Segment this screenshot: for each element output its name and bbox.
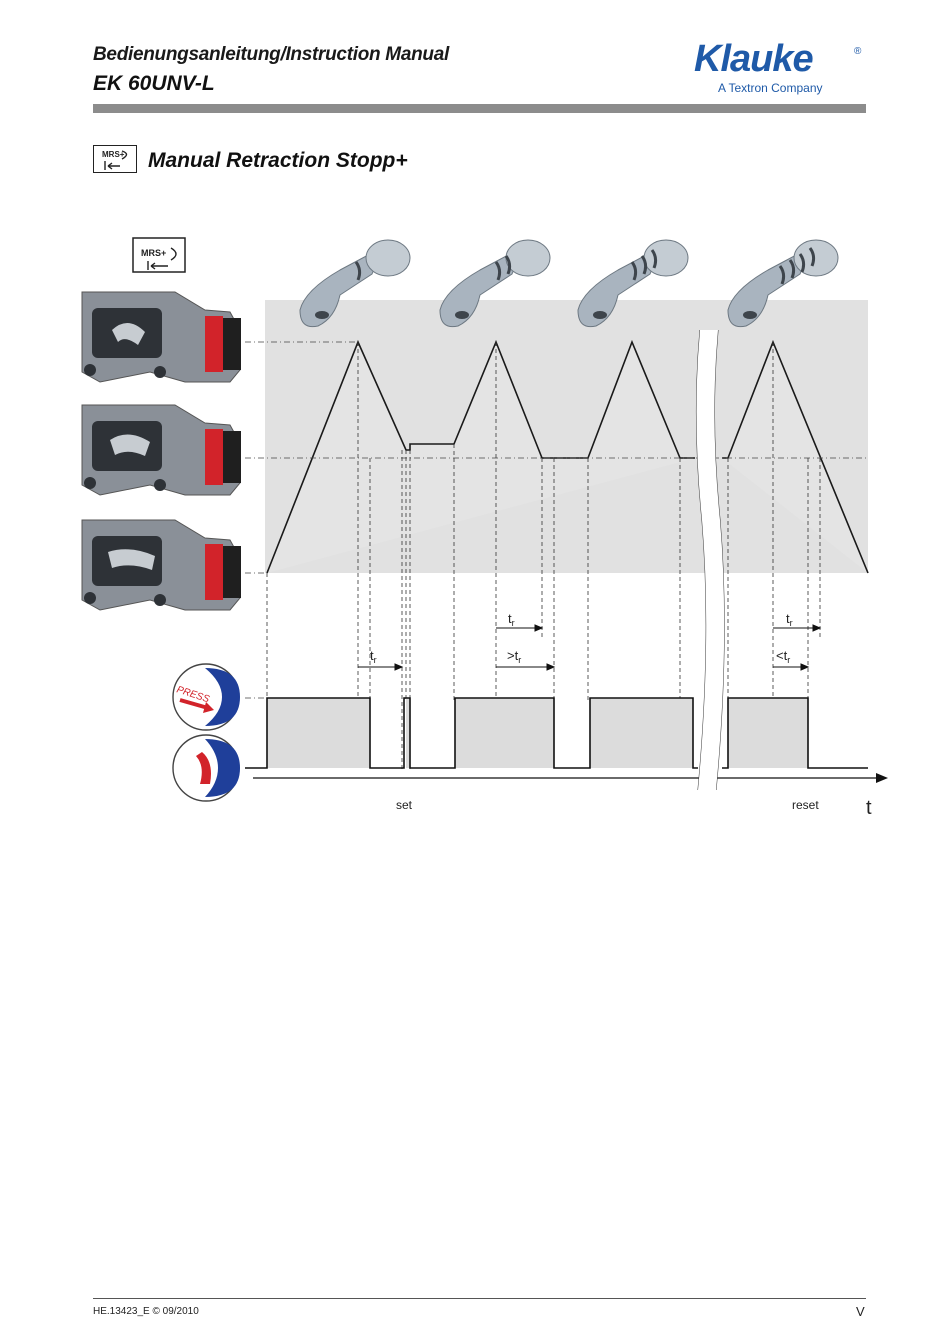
diagram-mrs-icon: MRS+ [133, 238, 185, 272]
set-label: set [396, 798, 413, 812]
tr-label-greater: >tr [507, 648, 521, 665]
tr-label-2: tr [508, 611, 515, 628]
reset-label: reset [792, 798, 819, 812]
time-span-arrows [358, 625, 820, 670]
tool-head-closed-icon [82, 520, 241, 610]
tool-head-mid-icon [82, 405, 241, 495]
footer-page-number: V [856, 1304, 865, 1319]
time-axis-arrow [876, 773, 888, 783]
footer-divider [93, 1298, 866, 1299]
tr-label-4: tr [786, 611, 793, 628]
svg-text:MRS+: MRS+ [141, 248, 166, 258]
press-signal [245, 698, 868, 768]
button-released-icon [173, 735, 240, 801]
button-pressed-icon: PRESS [173, 664, 240, 730]
tr-label-1: tr [370, 648, 377, 665]
footer-document-reference: HE.13423_E © 09/2010 [93, 1306, 199, 1317]
tool-head-open-icon [82, 292, 241, 382]
time-axis-label: t [866, 797, 872, 819]
tr-label-less: <tr [776, 648, 790, 665]
